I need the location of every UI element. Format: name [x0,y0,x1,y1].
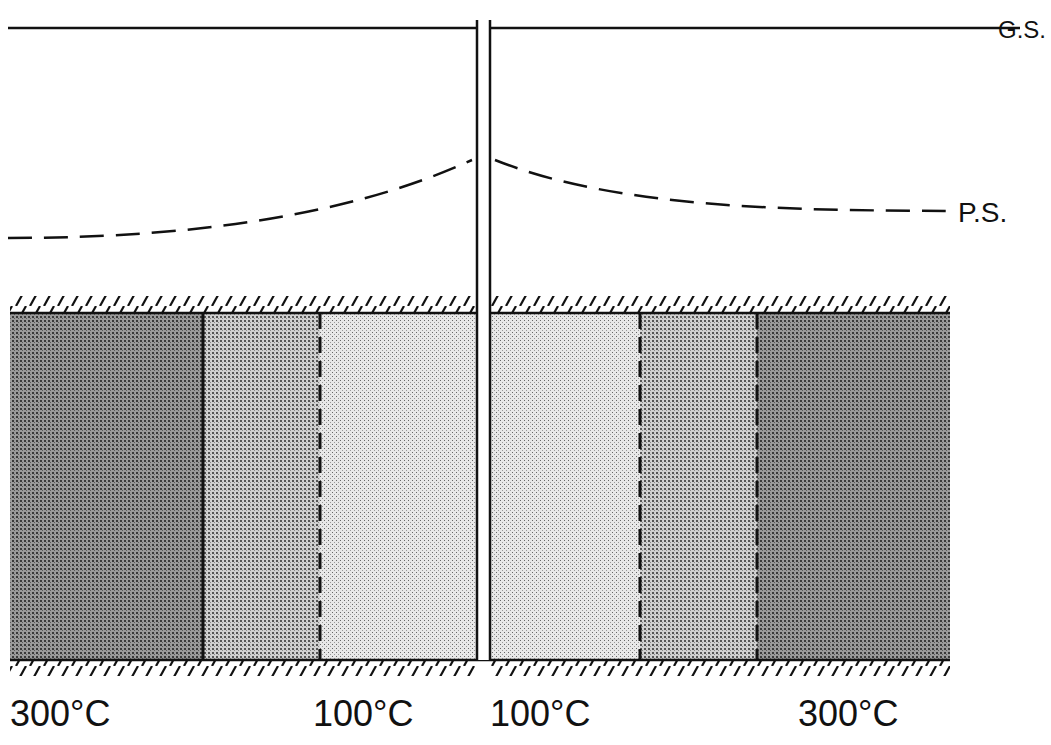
temperature-label: 100°C [313,696,413,732]
transition-zone [640,313,757,660]
confining-layer [490,296,950,313]
cool-zone [490,313,640,660]
transition-zone [203,313,320,660]
cool-zone [320,313,477,660]
temperature-label: 300°C [10,696,110,732]
well-casing [489,20,492,660]
ground-surface [8,27,477,30]
surface-label: P.S. [958,199,1007,227]
temperature-label: 100°C [490,696,590,732]
ground-surface [490,27,1020,30]
piezometric-surface [8,160,472,238]
front-line [202,313,205,660]
confining-layer [10,296,477,313]
confining-layer [490,660,950,676]
temperature-label: 300°C [798,696,898,732]
well-bore [478,20,489,660]
front-line [639,313,642,660]
hot-zone [757,313,950,660]
front-line [756,313,759,660]
hot-zone [10,313,203,660]
front-line [319,313,322,660]
piezometric-surface [495,160,948,211]
well-casing [476,20,479,660]
confining-layer [10,660,477,676]
surface-label: G.S. [998,18,1046,42]
